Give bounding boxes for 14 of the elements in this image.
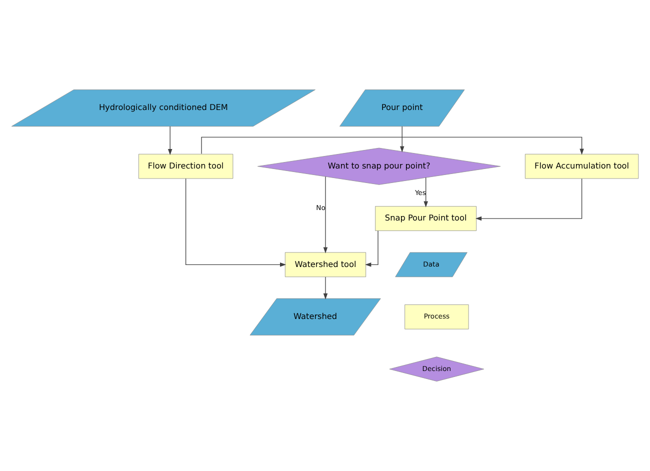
arrow — [168, 126, 172, 156]
node-diamond: Want to snap pour point? — [257, 148, 501, 185]
arrow — [323, 276, 328, 300]
node-box: Flow Direction tool — [138, 154, 234, 179]
node-box: Watershed tool — [284, 252, 366, 278]
node-box: Snap Pour Point tool — [375, 206, 477, 231]
arrow — [424, 177, 428, 208]
arrow — [365, 230, 378, 267]
arrow — [400, 126, 404, 152]
arrow — [475, 178, 582, 221]
arrow — [323, 176, 328, 254]
node-box: Flow Accumulation tool — [524, 154, 639, 179]
arrow — [185, 178, 286, 267]
arrow — [201, 136, 584, 155]
